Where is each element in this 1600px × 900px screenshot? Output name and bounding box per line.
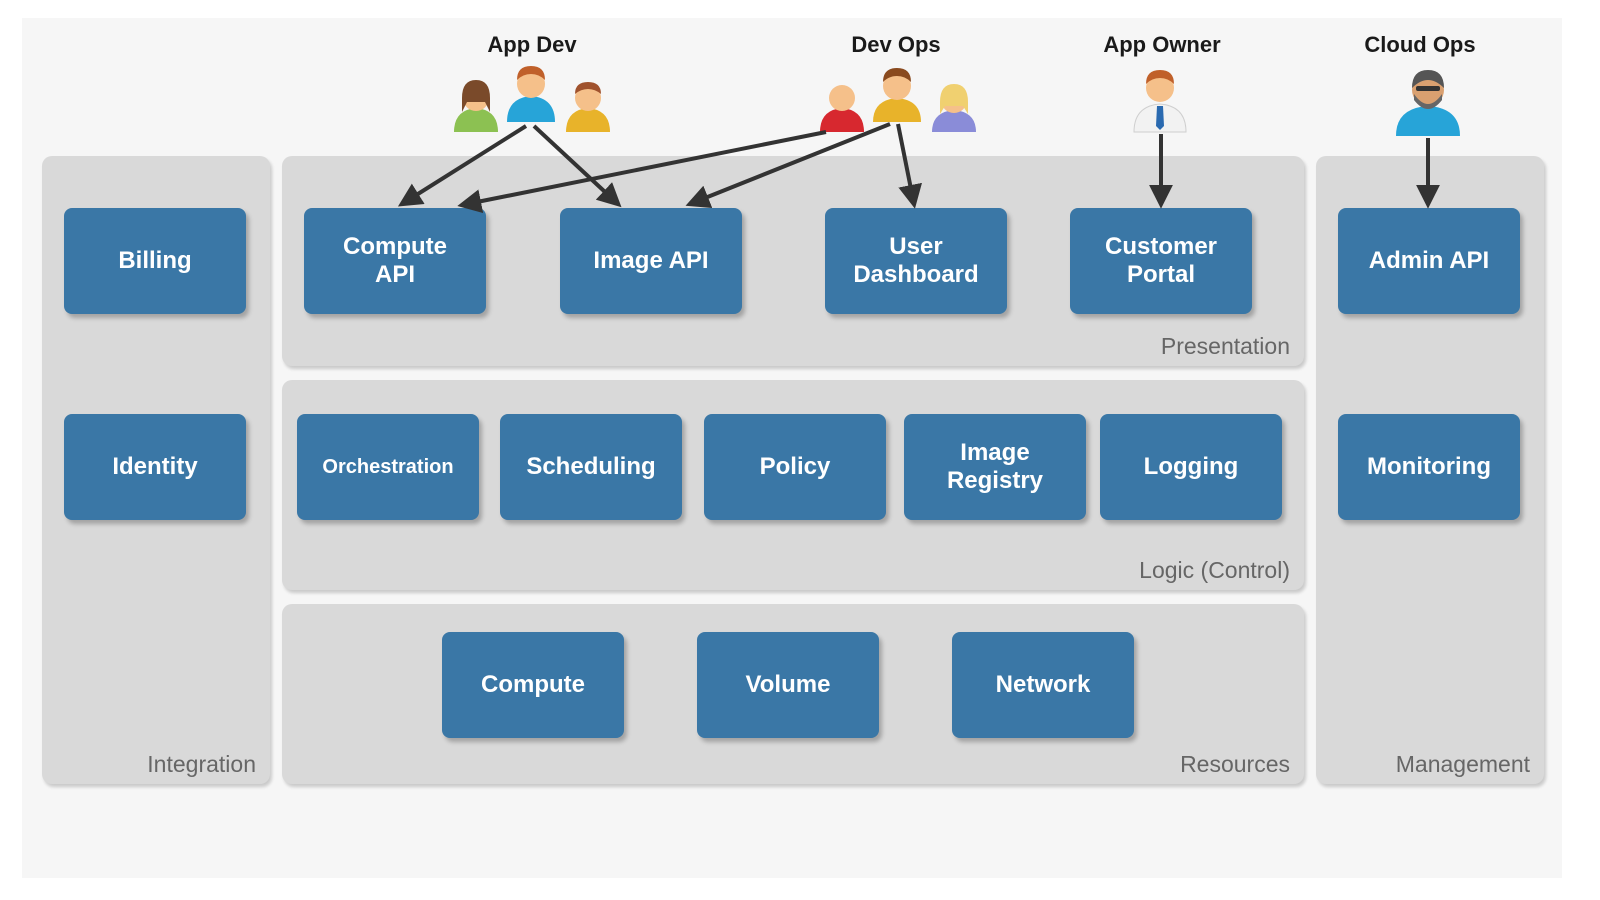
customer-portal-label: Customer Portal [1104,233,1218,288]
policy-box: Policy [704,414,886,520]
logging-label: Logging [1143,453,1239,481]
orchestration-label: Orchestration [322,455,454,478]
dev-ops-group [820,68,976,132]
identity-label: Identity [112,453,198,481]
bearded-user-icon [1396,70,1460,136]
male-user-icon [873,68,921,122]
image-api-label: Image API [593,247,709,275]
male-user-icon [507,66,555,122]
volume-box: Volume [697,632,879,738]
role-cloud-ops: Cloud Ops [1364,32,1476,57]
monitoring-label: Monitoring [1367,453,1491,481]
billing-label: Billing [118,247,192,275]
image-registry-box: Image Registry [904,414,1086,520]
male-user-icon [820,85,864,132]
arrow-appdev-image-api [532,124,622,208]
scheduling-box: Scheduling [500,414,682,520]
billing-box: Billing [64,208,246,314]
arrow-devops-image-api [685,122,891,209]
role-dev-ops: Dev Ops [851,32,941,57]
user-dashboard-label: User Dashboard [853,233,979,288]
image-api-box: Image API [560,208,742,314]
app-dev-group [454,66,610,132]
integration-panel-label: Integration [147,751,256,777]
businessman-icon [1133,70,1187,133]
policy-label: Policy [759,453,831,481]
arrow-devops-compute-api [457,130,827,213]
resources-panel-label: Resources [1180,751,1290,777]
presentation-panel-label: Presentation [1160,333,1290,359]
role-app-owner: App Owner [1103,32,1221,57]
male-user-icon [566,82,610,132]
network-label: Network [995,671,1091,699]
arrow-appdev-compute-api [397,124,528,207]
logging-box: Logging [1100,414,1282,520]
customer-portal-box: Customer Portal [1070,208,1252,314]
volume-label: Volume [745,671,831,699]
network-box: Network [952,632,1134,738]
arrow-devops-user-dashboard [896,123,923,209]
logic-panel-label: Logic (Control) [1139,557,1290,583]
compute-label: Compute [481,671,585,699]
female-user-icon [454,80,498,132]
admin-api-label: Admin API [1368,247,1490,275]
admin-api-box: Admin API [1338,208,1520,314]
compute-box: Compute [442,632,624,738]
image-registry-label: Image Registry [946,439,1044,494]
scheduling-label: Scheduling [526,453,656,481]
monitoring-box: Monitoring [1338,414,1520,520]
role-app-dev: App Dev [487,32,577,57]
compute-api-label: Compute API [343,233,447,288]
user-dashboard-box: User Dashboard [825,208,1007,314]
management-panel-label: Management [1395,751,1530,777]
identity-box: Identity [64,414,246,520]
orchestration-box: Orchestration [297,414,479,520]
arrows [397,122,1440,213]
female-user-icon [932,84,976,132]
compute-api-box: Compute API [304,208,486,314]
